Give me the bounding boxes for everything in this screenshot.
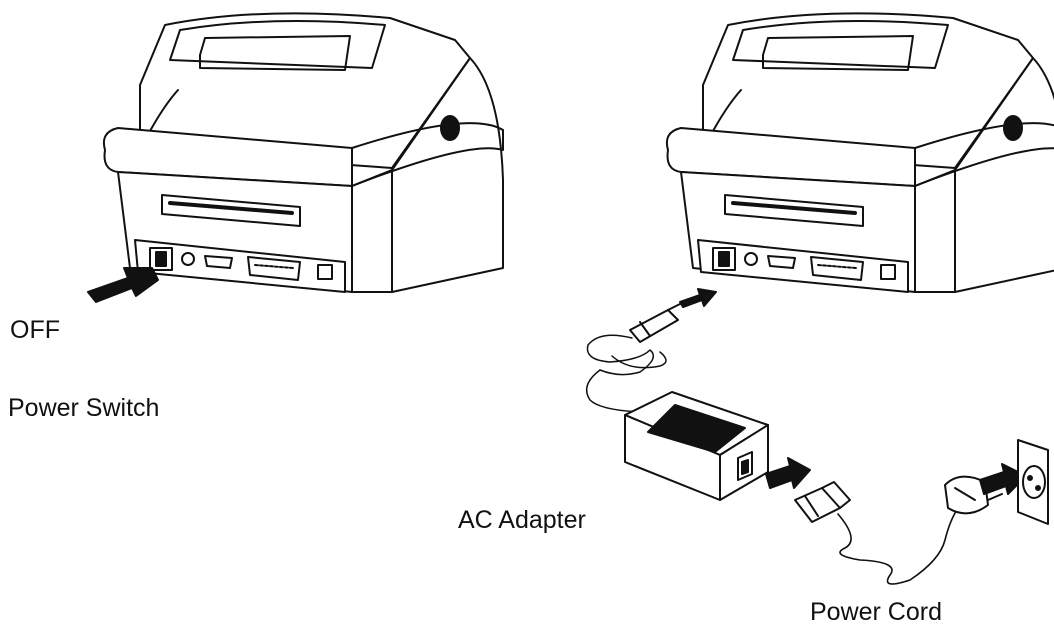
ac-adapter [624,391,769,501]
ac-adapter-label: AC Adapter [458,506,586,534]
power-cord [837,507,959,585]
printer-right [664,11,1054,295]
dc-plug [629,303,681,343]
iec-connector [794,481,851,523]
power-switch-arrow-icon [87,267,159,303]
off-label: OFF [10,316,60,344]
printer-left [101,11,506,295]
adapter-inlet-arrow-icon [765,457,811,489]
wall-socket [1017,439,1049,525]
dc-jack-arrow-icon [679,288,717,308]
power-cord-label: Power Cord [810,598,942,626]
power-switch-label: Power Switch [8,394,160,422]
